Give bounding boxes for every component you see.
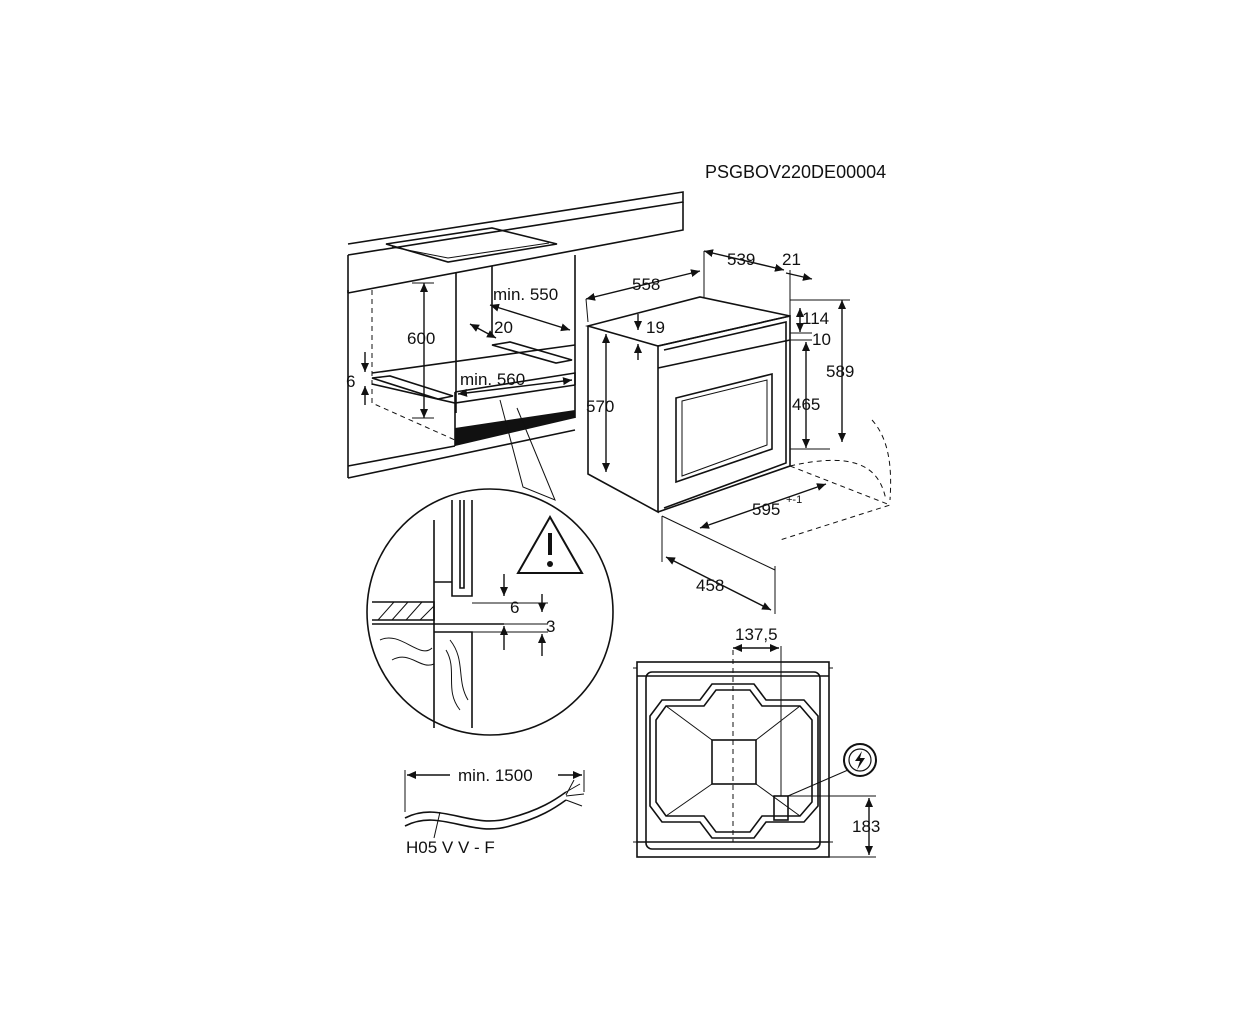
- label-oven-height: 570: [586, 397, 614, 416]
- label-panel-top: 114: [802, 309, 829, 328]
- label-top-offset: 19: [646, 318, 665, 337]
- label-side-offset: 6: [346, 372, 355, 391]
- label-cabinet-height: 600: [407, 329, 435, 348]
- label-body-depth: 539: [727, 250, 755, 269]
- label-front-width-tolerance: +-1: [786, 494, 802, 506]
- label-front-thickness: 21: [782, 250, 801, 269]
- document-code: PSGBOV220DE00004: [705, 162, 886, 182]
- detail-circle: [366, 488, 614, 736]
- label-oven-depth: 558: [632, 275, 660, 294]
- label-front-width: 595: [752, 500, 780, 519]
- kitchen-cabinet: [347, 191, 684, 479]
- oven-rear-view: [633, 644, 876, 858]
- label-cabinet-depth-min: min. 550: [493, 285, 558, 304]
- detail-leader: [499, 399, 556, 501]
- label-gap-upper: 6: [510, 598, 519, 617]
- label-rear-offset-y: 183: [852, 817, 880, 836]
- label-door-height: 465: [792, 395, 820, 414]
- label-cabinet-width-min: min. 560: [460, 370, 525, 389]
- label-front-height: 589: [826, 362, 854, 381]
- label-cable-type: H05 V V - F: [406, 838, 495, 857]
- warning-triangle-icon: [516, 514, 584, 574]
- label-rear-offset-x: 137,5: [735, 625, 778, 644]
- power-cable: [404, 770, 585, 839]
- electrical-connection-icon: [843, 743, 877, 777]
- label-cable-length: min. 1500: [458, 766, 533, 785]
- oven-body: [584, 249, 892, 614]
- label-panel-gap: 10: [812, 330, 831, 349]
- label-door-open-depth: 458: [696, 576, 724, 595]
- label-gap-lower: 3: [546, 617, 555, 636]
- label-rail-offset: 20: [494, 318, 513, 337]
